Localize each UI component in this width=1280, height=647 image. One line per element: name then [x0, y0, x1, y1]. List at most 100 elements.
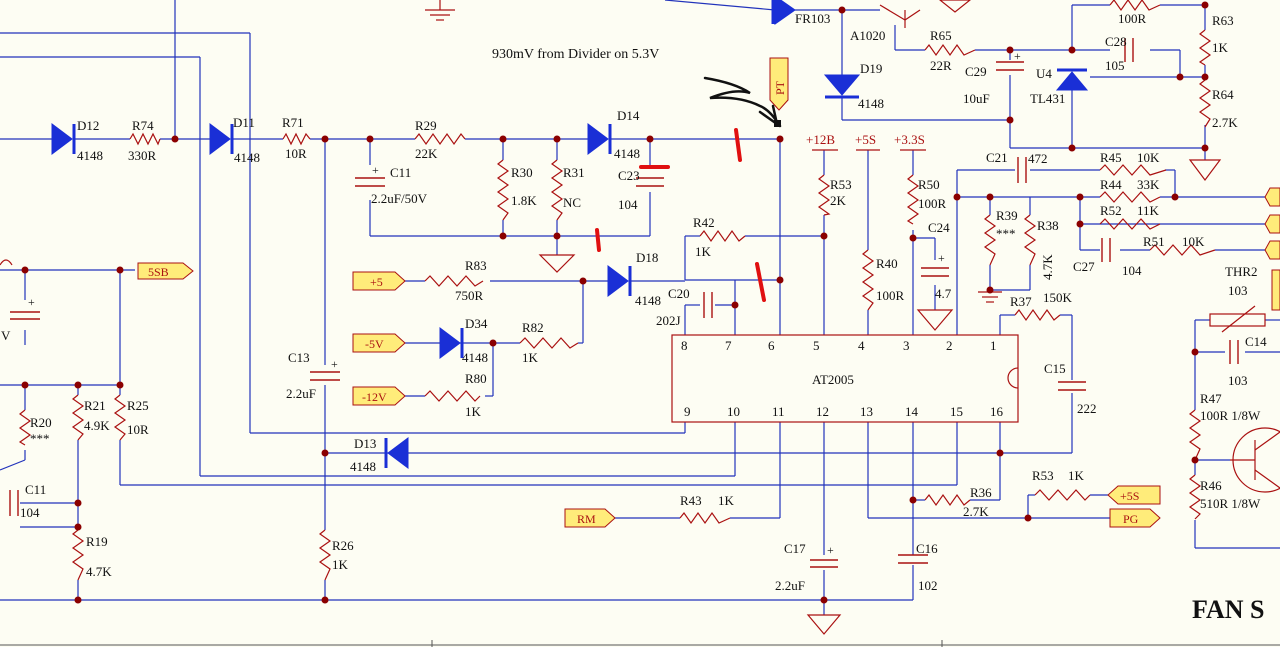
capacitor-c16 — [898, 554, 928, 564]
svg-text:R25: R25 — [127, 398, 149, 413]
hand-drawn-arrow — [703, 76, 782, 128]
rail-5s: +5S — [855, 132, 876, 147]
svg-text:NC: NC — [563, 195, 581, 210]
diode-d11 — [209, 123, 234, 155]
svg-text:R20: R20 — [30, 415, 52, 430]
resistor-r53b — [1034, 489, 1091, 501]
svg-text:222: 222 — [1077, 401, 1097, 416]
svg-text:-5V: -5V — [365, 337, 384, 351]
svg-text:4148: 4148 — [234, 150, 260, 165]
svg-text:R26: R26 — [332, 538, 354, 553]
svg-text:104: 104 — [1122, 263, 1142, 278]
diode-d34 — [439, 327, 464, 359]
ground-r31 — [538, 254, 576, 273]
svg-text:1K: 1K — [522, 350, 539, 365]
tag-right-4 — [1271, 269, 1280, 311]
svg-text:C14: C14 — [1245, 334, 1267, 349]
svg-text:R40: R40 — [876, 256, 898, 271]
svg-text:R83: R83 — [465, 258, 487, 273]
svg-text:PG: PG — [1123, 512, 1139, 526]
svg-text:R21: R21 — [84, 398, 106, 413]
capacitor-c20 — [703, 292, 713, 318]
svg-text:R82: R82 — [522, 320, 544, 335]
diode-d18 — [607, 265, 632, 297]
resistor-r50 — [906, 174, 920, 225]
capacitor-c24: + — [921, 251, 949, 277]
resistor-r53a — [817, 174, 831, 216]
svg-text:C20: C20 — [668, 286, 690, 301]
svg-text:R65: R65 — [930, 28, 952, 43]
svg-text:4.9K: 4.9K — [84, 418, 110, 433]
capacitor-c15 — [1058, 381, 1086, 391]
capacitors: + + + + + + — [9, 38, 1239, 568]
svg-text:10K: 10K — [1182, 234, 1205, 249]
svg-text:1K: 1K — [465, 404, 482, 419]
diode-d12 — [51, 123, 76, 155]
svg-text:100R 1/8W: 100R 1/8W — [1200, 408, 1261, 423]
svg-text:1K: 1K — [332, 557, 349, 572]
svg-text:4.7K: 4.7K — [86, 564, 112, 579]
svg-text:TL431: TL431 — [1030, 91, 1065, 106]
resistor-r80 — [424, 390, 481, 402]
svg-text:2.7K: 2.7K — [963, 504, 989, 519]
tag-right-1 — [1264, 187, 1280, 207]
svg-text:100R: 100R — [876, 288, 905, 303]
svg-text:D12: D12 — [77, 118, 99, 133]
svg-text:10R: 10R — [127, 422, 149, 437]
svg-text:C15: C15 — [1044, 361, 1066, 376]
grounds — [425, 0, 1222, 635]
svg-text:R63: R63 — [1212, 13, 1234, 28]
annotation-note: 930mV from Divider on 5.3V — [492, 47, 659, 62]
svg-text:4148: 4148 — [635, 293, 661, 308]
svg-text:2.2uF/50V: 2.2uF/50V — [371, 191, 428, 206]
resistor-r43 — [679, 511, 731, 525]
svg-text:150K: 150K — [1043, 290, 1073, 305]
svg-text:***: *** — [996, 226, 1016, 241]
ic-pin-11: 11 — [772, 404, 785, 419]
resistor-r30 — [496, 159, 510, 221]
svg-text:1K: 1K — [695, 244, 712, 259]
capacitor-c17: + — [810, 543, 838, 568]
svg-text:R52: R52 — [1100, 203, 1122, 218]
svg-text:103: 103 — [1228, 373, 1248, 388]
svg-text:10R: 10R — [285, 146, 307, 161]
svg-text:D34: D34 — [465, 316, 488, 331]
ic-pin-12: 12 — [816, 404, 829, 419]
resistor-r65 — [924, 43, 976, 57]
ic-pin-8: 8 — [681, 338, 688, 353]
svg-text:103: 103 — [1228, 283, 1248, 298]
capacitor-c14 — [1229, 340, 1239, 364]
ic-pin-16: 16 — [990, 404, 1004, 419]
svg-text:D18: D18 — [636, 250, 658, 265]
svg-text:2.2uF: 2.2uF — [775, 578, 805, 593]
resistor-r42 — [699, 229, 746, 243]
svg-text:***: *** — [30, 431, 50, 446]
svg-text:2.7K: 2.7K — [1212, 115, 1238, 130]
svg-text:PT: PT — [773, 80, 787, 95]
svg-text:10uF: 10uF — [963, 91, 990, 106]
ground-top-left — [425, 0, 455, 21]
svg-text:105: 105 — [1105, 58, 1125, 73]
ic-pin-7: 7 — [725, 338, 732, 353]
resistor-r38 — [1023, 214, 1037, 266]
svg-text:C11: C11 — [390, 165, 411, 180]
wires — [0, 0, 1280, 615]
svg-text:750R: 750R — [455, 288, 484, 303]
ic-pin-13: 13 — [860, 404, 873, 419]
svg-text:2.2uF: 2.2uF — [286, 386, 316, 401]
ground-c17 — [806, 614, 842, 635]
svg-text:C21: C21 — [986, 150, 1008, 165]
ground-c24 — [916, 309, 954, 331]
capacitor-c21 — [1017, 157, 1027, 183]
ic-pin-2: 2 — [946, 338, 953, 353]
svg-text:4.7: 4.7 — [935, 286, 952, 301]
resistors — [18, 0, 1266, 581]
resistor-r21 — [71, 394, 85, 441]
svg-text:C29: C29 — [965, 64, 987, 79]
resistor-r74 — [129, 132, 161, 146]
svg-text:R45: R45 — [1100, 150, 1122, 165]
svg-text:-12V: -12V — [362, 390, 387, 404]
svg-text:R46: R46 — [1200, 478, 1222, 493]
svg-text:4148: 4148 — [77, 148, 103, 163]
svg-text:R53: R53 — [1032, 468, 1054, 483]
